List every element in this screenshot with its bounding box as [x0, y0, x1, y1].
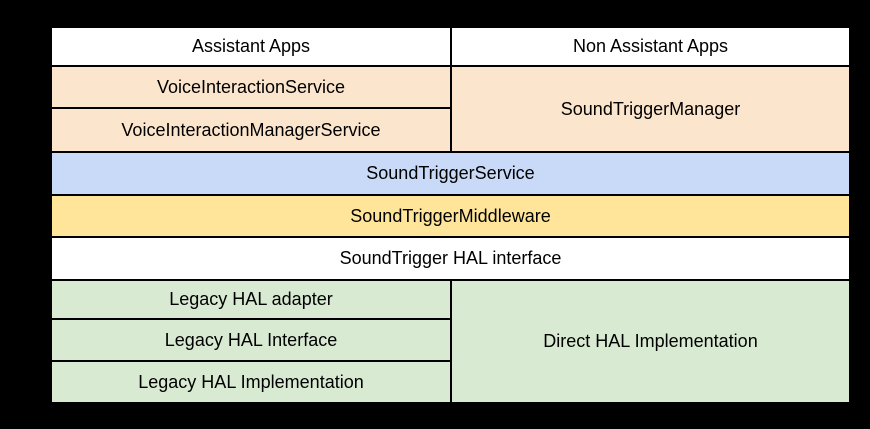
block-non-assistant-apps: Non Assistant Apps: [452, 28, 849, 65]
block-sound-trigger-hal-interface: SoundTrigger HAL interface: [52, 238, 849, 279]
block-legacy-hal-implementation: Legacy HAL Implementation: [52, 362, 450, 402]
block-legacy-hal-interface: Legacy HAL Interface: [52, 320, 450, 360]
block-voice-interaction-manager-service: VoiceInteractionManagerService: [52, 109, 450, 151]
block-direct-hal-implementation: Direct HAL Implementation: [452, 281, 849, 402]
block-legacy-hal-adapter: Legacy HAL adapter: [52, 281, 450, 318]
block-assistant-apps: Assistant Apps: [52, 28, 450, 65]
block-voice-interaction-service: VoiceInteractionService: [52, 67, 450, 107]
block-sound-trigger-service: SoundTriggerService: [52, 153, 849, 194]
block-sound-trigger-manager: SoundTriggerManager: [452, 67, 849, 151]
soundtrigger-stack-diagram: Assistant Apps Non Assistant Apps VoiceI…: [50, 26, 851, 404]
block-sound-trigger-middleware: SoundTriggerMiddleware: [52, 196, 849, 236]
